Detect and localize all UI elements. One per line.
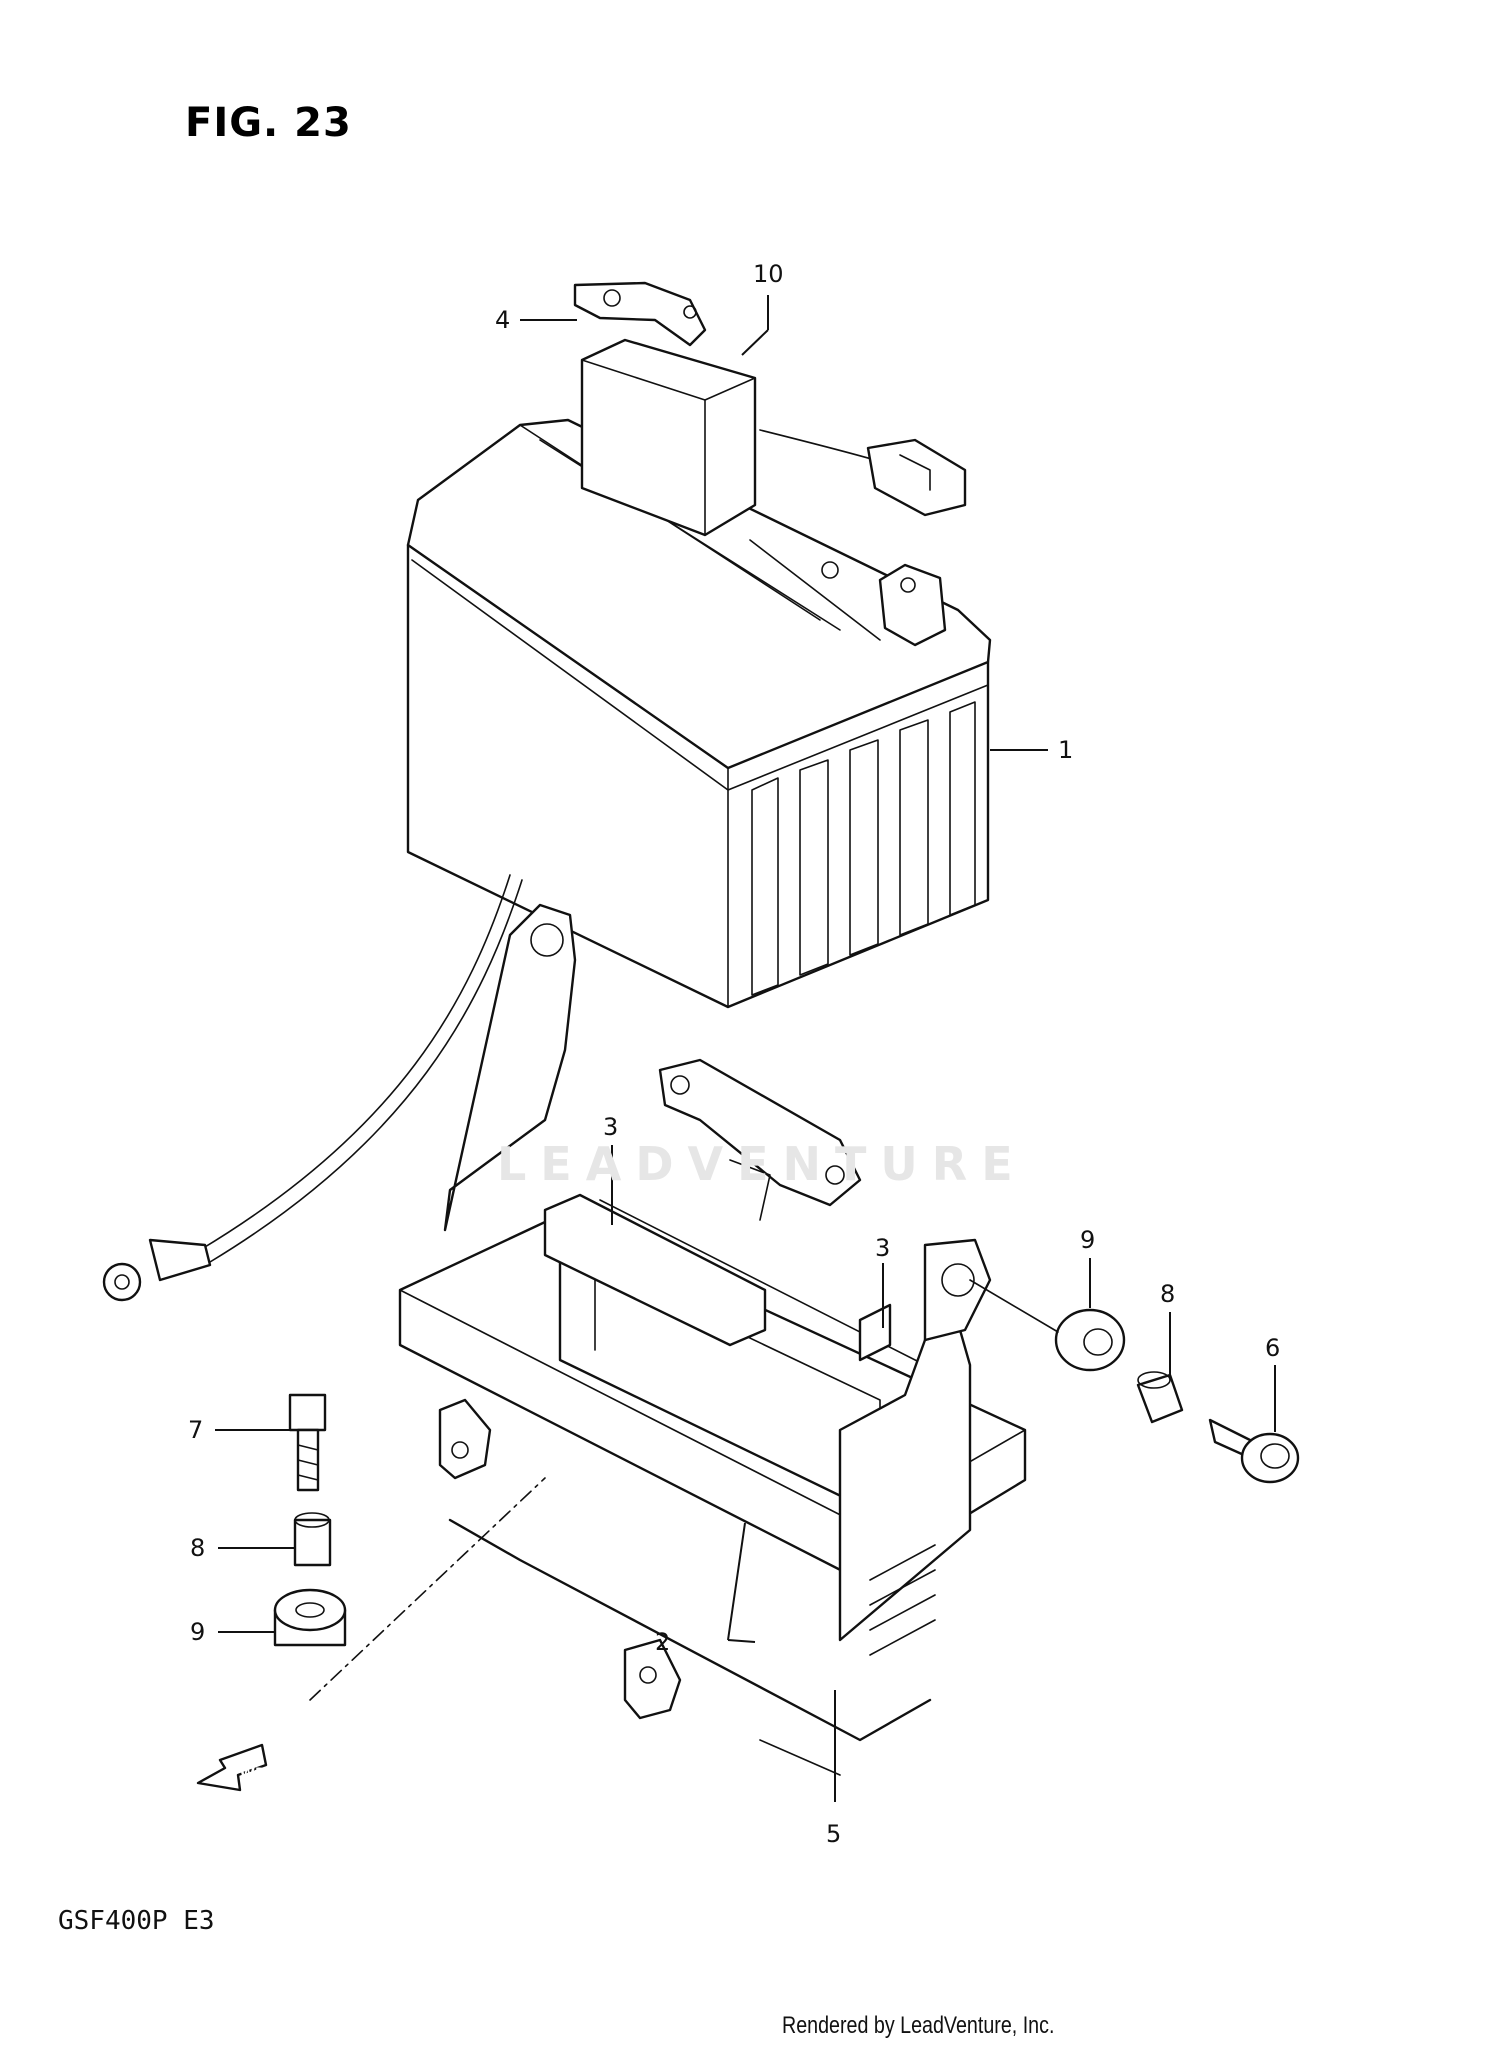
callout-3-left: 3: [603, 1113, 618, 1141]
bolt-7: [288, 1393, 327, 1492]
grommet-9-right: [1054, 1308, 1126, 1372]
fwd-arrow: FWD: [196, 1743, 268, 1792]
assembly-line-left: [309, 1477, 546, 1701]
callout-10: 10: [753, 260, 784, 288]
callout-5: 5: [826, 1820, 841, 1848]
callout-8-left: 8: [190, 1534, 205, 1562]
collar-8-left: [293, 1512, 332, 1567]
callout-1: 1: [1058, 736, 1073, 764]
callout-3-right: 3: [875, 1234, 890, 1262]
battery-cable: [102, 874, 523, 1302]
collar-8-right: [1136, 1371, 1184, 1424]
assembly-line-right: [969, 1279, 1059, 1333]
callout-9-left: 9: [190, 1618, 205, 1646]
figure-title: FIG. 23: [185, 100, 352, 146]
callout-7: 7: [188, 1416, 203, 1444]
leader-lines: [215, 295, 1276, 1802]
battery-holder: [398, 903, 1027, 1776]
callout-4: 4: [495, 306, 510, 334]
battery: [406, 418, 992, 1009]
render-credit: Rendered by LeadVenture, Inc.: [782, 2012, 1055, 2039]
terminal-bracket: [573, 281, 707, 347]
fwd-label: FWD: [230, 1766, 267, 1782]
callout-6: 6: [1265, 1334, 1280, 1362]
callout-8-right: 8: [1160, 1280, 1175, 1308]
callout-2: 2: [655, 1628, 670, 1656]
callout-9-right: 9: [1080, 1226, 1095, 1254]
relay-block: [580, 338, 967, 537]
grommet-9-left: [273, 1588, 347, 1647]
bolt-6: [1208, 1418, 1300, 1484]
model-code: GSF400P E3: [58, 1906, 215, 1936]
watermark-logo: LEADVENTURE: [497, 1137, 1027, 1191]
